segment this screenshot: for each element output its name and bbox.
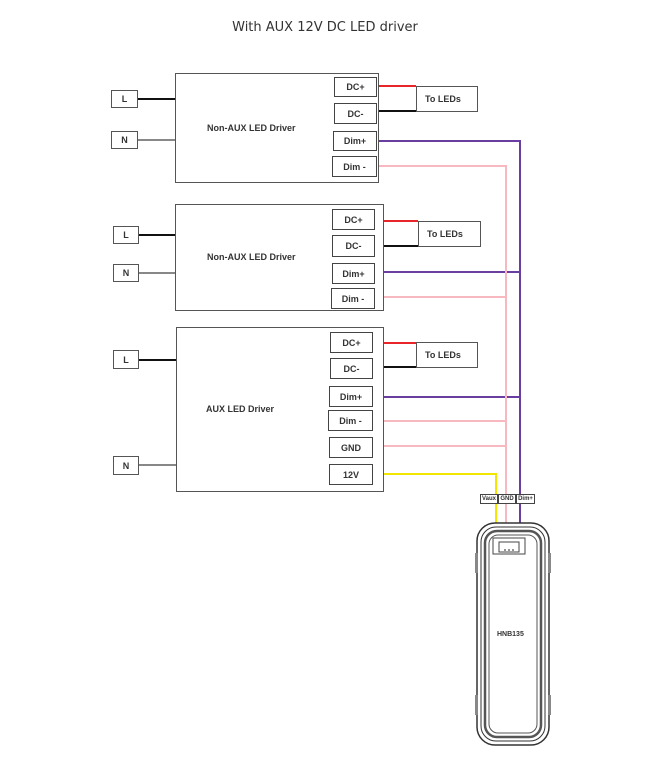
- driver-name: Non-AUX LED Driver: [207, 252, 296, 262]
- terminal-dc-minus: DC-: [332, 235, 375, 257]
- pin-vaux: Vaux: [480, 494, 498, 504]
- diagram-title: With AUX 12V DC LED driver: [232, 20, 418, 35]
- input-n: N: [111, 131, 138, 149]
- terminal-dc-plus: DC+: [332, 209, 375, 230]
- terminal-dc-minus: DC-: [334, 103, 377, 124]
- terminal-dim-plus: Dim+: [333, 131, 377, 151]
- hnb135-device-outline: [475, 522, 551, 746]
- terminal-dim-plus: Dim+: [332, 263, 375, 284]
- terminal-dim-plus: Dim+: [329, 386, 373, 407]
- to-leds-label: To LEDs: [416, 86, 478, 112]
- device-model-label: HNB135: [497, 631, 524, 638]
- terminal-12v: 12V: [329, 464, 373, 485]
- input-l: L: [111, 90, 138, 108]
- to-leds-label: To LEDs: [416, 342, 478, 368]
- terminal-dim-minus: Dim -: [331, 288, 375, 309]
- to-leds-label: To LEDs: [418, 221, 481, 247]
- terminal-dc-minus: DC-: [330, 358, 373, 379]
- terminal-gnd: GND: [329, 437, 373, 458]
- terminal-dc-plus: DC+: [334, 77, 377, 97]
- driver-name: Non-AUX LED Driver: [207, 123, 296, 133]
- terminal-dc-plus: DC+: [330, 332, 373, 353]
- input-n: N: [113, 456, 139, 475]
- input-n: N: [113, 264, 139, 282]
- input-l: L: [113, 226, 139, 244]
- terminal-dim-minus: Dim -: [328, 410, 373, 431]
- pin-dim-plus: Dim+: [516, 494, 535, 504]
- input-l: L: [113, 350, 139, 369]
- driver-name: AUX LED Driver: [206, 404, 275, 414]
- terminal-dim-minus: Dim -: [332, 156, 377, 177]
- pin-gnd: GND: [498, 494, 516, 504]
